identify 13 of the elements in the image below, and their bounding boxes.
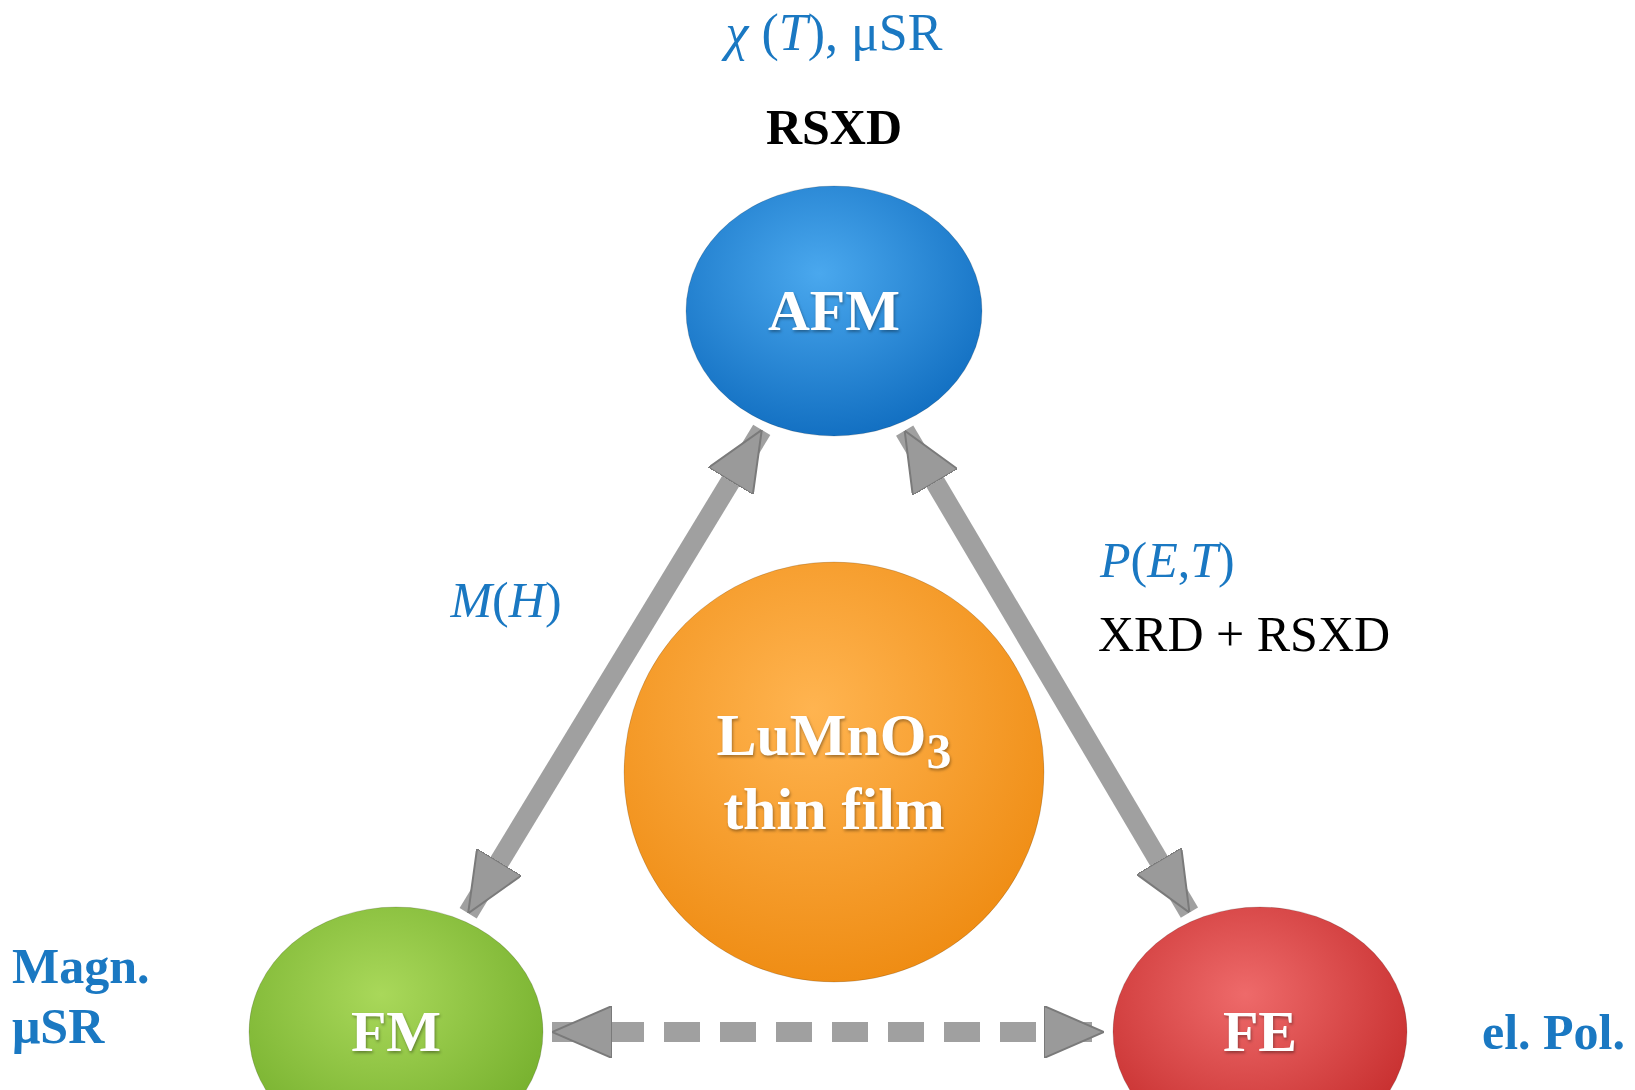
node-label: FE xyxy=(1221,1001,1299,1063)
method-label: el. Pol. xyxy=(1481,1003,1625,1062)
double-arrow xyxy=(551,1005,1105,1059)
node-label: LuMnO$_{3}$ thin film xyxy=(715,703,953,841)
edge-label: M(H) xyxy=(450,572,562,628)
node-label: AFM xyxy=(766,280,902,342)
edge-label: P(E,T) xyxy=(1100,532,1235,588)
method-label: RSXD xyxy=(765,98,903,157)
method-label: Magn. μSR xyxy=(12,937,151,1056)
double-arrow xyxy=(459,424,771,919)
node-label: FM xyxy=(349,1001,443,1063)
double-arrow xyxy=(896,425,1199,918)
method-label: XRD + RSXD xyxy=(1098,606,1391,662)
